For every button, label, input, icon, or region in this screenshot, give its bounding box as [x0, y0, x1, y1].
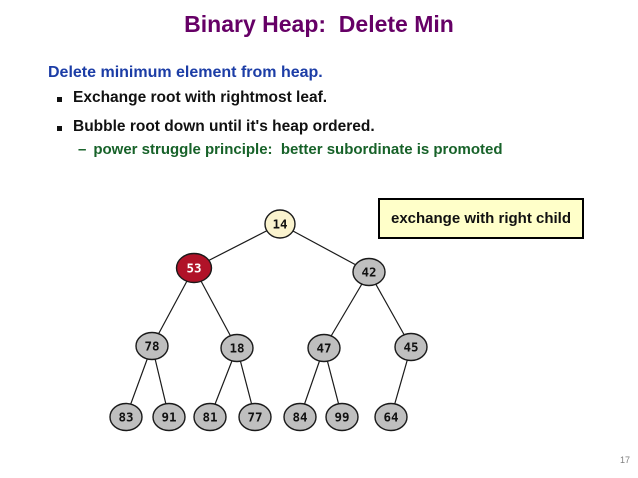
heading-delete-min: Delete minimum element from heap.	[48, 64, 323, 81]
tree-node-label-83: 83	[118, 410, 133, 425]
tree-node-label-78: 78	[144, 339, 159, 354]
tree-node-14	[264, 209, 296, 239]
tree-node-84	[283, 402, 317, 432]
tree-node-18	[220, 333, 254, 363]
square-bullet-icon	[57, 126, 62, 131]
tree-node-label-81: 81	[202, 410, 217, 425]
tree-node-45	[394, 332, 428, 362]
tree-node-83	[109, 402, 143, 432]
tree-node-label-84: 84	[292, 410, 307, 425]
square-bullet-icon	[57, 97, 62, 102]
sub-bullet-text: power struggle principle: better subordi…	[93, 141, 503, 158]
dash-bullet-icon: –	[78, 141, 87, 158]
tree-node-label-99: 99	[334, 410, 349, 425]
callout-exchange-with-right-child: exchange with right child	[378, 198, 584, 239]
tree-node-label-45: 45	[403, 340, 418, 355]
bullet-text: Exchange root with rightmost leaf.	[73, 89, 328, 106]
sub-bullet-power-struggle: – power struggle principle: better subor…	[78, 141, 503, 158]
tree-node-label-42: 42	[361, 265, 376, 280]
tree-node-99	[325, 402, 359, 432]
tree-node-label-91: 91	[161, 410, 176, 425]
tree-node-64	[374, 402, 408, 432]
tree-node-label-47: 47	[316, 341, 331, 356]
page-number: 17	[619, 455, 630, 465]
tree-node-42	[352, 257, 386, 287]
tree-node-53	[175, 252, 213, 284]
bullet-bubble-down: Bubble root down until it's heap ordered…	[57, 118, 375, 136]
tree-node-77	[238, 402, 272, 432]
tree-node-label-18: 18	[229, 341, 244, 356]
tree-node-81	[193, 402, 227, 432]
tree-node-91	[152, 402, 186, 432]
tree-node-47	[307, 333, 341, 363]
tree-node-label-14: 14	[272, 217, 287, 232]
tree-node-label-64: 64	[383, 410, 398, 425]
callout-label: exchange with right child	[390, 210, 572, 227]
tree-node-78	[135, 331, 169, 361]
tree-node-label-77: 77	[247, 410, 262, 425]
tree-node-label-53: 53	[186, 261, 201, 276]
tree-edge-n14-n42	[279, 223, 370, 273]
bullet-text: Bubble root down until it's heap ordered…	[73, 118, 375, 135]
bullet-exchange-root: Exchange root with rightmost leaf.	[57, 89, 327, 107]
slide-title: Binary Heap: Delete Min	[184, 11, 454, 37]
